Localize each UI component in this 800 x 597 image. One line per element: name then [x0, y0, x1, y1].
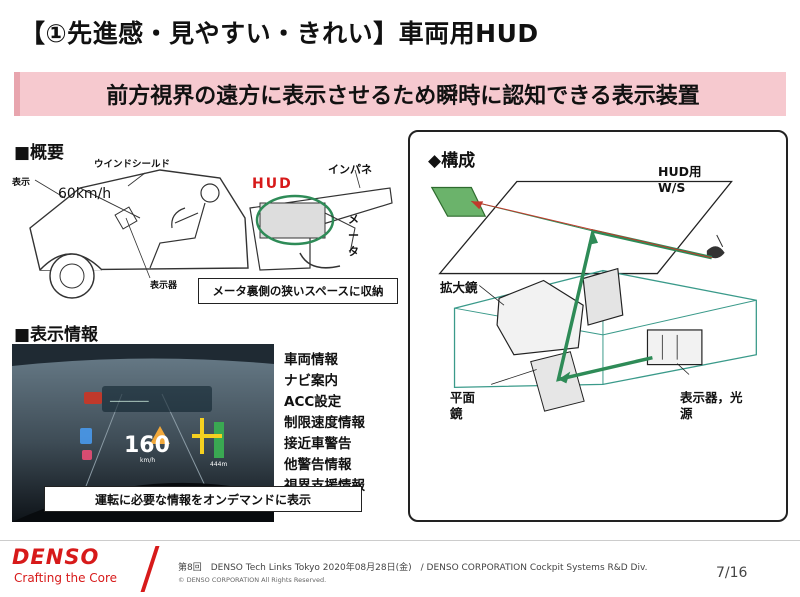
summary-banner: 前方視界の遠方に表示させるため瞬時に認知できる表示装置	[14, 72, 786, 116]
display-info-heading: ■表示情報	[14, 325, 99, 345]
event-note: 第8回 DENSO Tech Links Tokyo 2020年08月28日(金…	[178, 563, 648, 573]
overview-heading: ■概要	[14, 143, 65, 163]
instrument-panel-label: インパネ	[328, 163, 372, 176]
list-item: 制限速度情報	[284, 415, 365, 431]
optical-path-diagram	[430, 180, 757, 412]
brand-slash-icon	[140, 546, 160, 592]
photo-speed: 160	[124, 433, 170, 458]
flat-mirror-label: 平面 鏡	[450, 390, 476, 421]
car-cutaway-drawing	[29, 169, 393, 299]
photo-distance: 444m	[210, 461, 227, 468]
list-item: 接近車警告	[284, 436, 352, 452]
tagline: Crafting the Core	[14, 571, 118, 585]
hud-label: HUD	[252, 176, 293, 192]
page-title: 【①先進感・見やすい・きれい】車両用HUD	[20, 19, 539, 48]
denso-logo: DENSO	[12, 545, 100, 569]
footer-divider	[0, 540, 800, 541]
photo-speed-unit: km/h	[140, 457, 155, 464]
meter-label: メータ	[348, 213, 359, 258]
configuration-panel: ◆構成 HUD用 W/S 拡大鏡 平面 鏡 表示器，光 源	[408, 130, 788, 522]
display-info-list: 車両情報 ナビ案内 ACC設定 制限速度情報 接近車警告 他警告情報 視界支援情…	[284, 350, 365, 497]
display-info-caption: 運転に必要な情報をオンデマンドに表示	[44, 486, 362, 512]
display-source-label: 表示器，光 源	[680, 390, 743, 421]
list-item: ナビ案内	[284, 373, 338, 389]
speed-reading: 60km/h	[58, 186, 112, 202]
page-number: 7/16	[716, 565, 748, 581]
magnifier-label: 拡大鏡	[440, 280, 478, 295]
windshield-label: ウインドシールド	[94, 159, 171, 170]
display-label: 表示	[12, 178, 31, 188]
list-item: ACC設定	[284, 394, 342, 410]
list-item: 他警告情報	[284, 457, 352, 473]
configuration-heading: ◆構成	[428, 151, 476, 171]
svg-text:────────: ────────	[109, 397, 149, 406]
copyright: © DENSO CORPORATION All Rights Reserved.	[178, 576, 327, 584]
display-unit-label: 表示器	[150, 281, 178, 291]
list-item: 車両情報	[284, 352, 338, 368]
hud-ws-label: HUD用 W/S	[658, 164, 702, 195]
overview-caption: メータ裏側の狭いスペースに収納	[198, 278, 398, 304]
overview-illustration: ウインドシールド 表示 60km/h 表示器 HUD インパネ メータ	[10, 158, 402, 304]
